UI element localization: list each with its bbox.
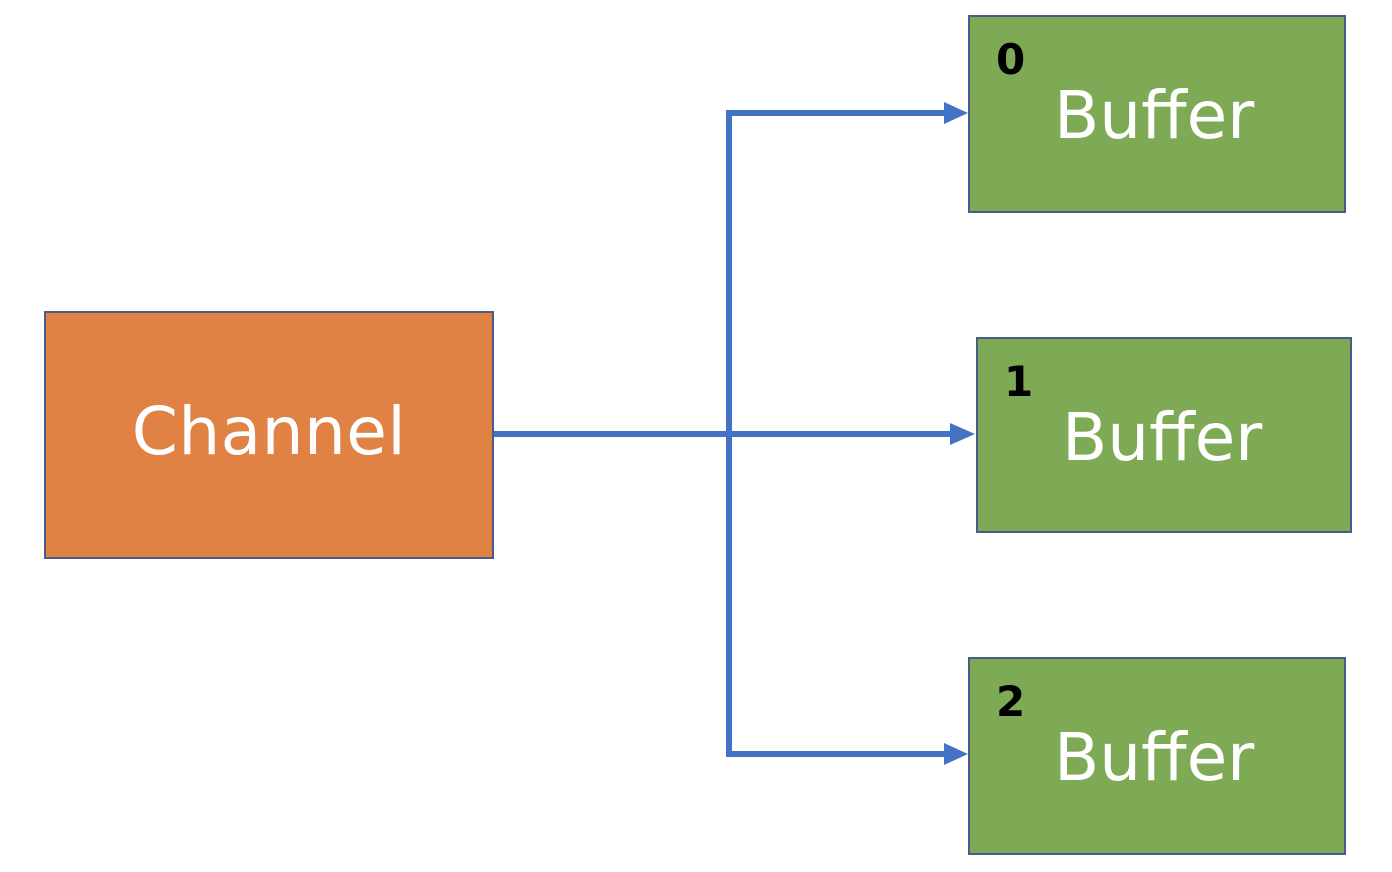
channel-box: Channel	[44, 311, 494, 559]
buffer-box-0: 0 Buffer	[968, 15, 1346, 213]
buffer-box-2: 2 Buffer	[968, 657, 1346, 855]
arrowhead-to-buffer-2	[944, 743, 968, 765]
buffer-label: Buffer	[1054, 77, 1255, 154]
buffer-index: 1	[1004, 357, 1034, 406]
buffer-box-1: 1 Buffer	[976, 337, 1352, 533]
channel-label: Channel	[131, 393, 407, 470]
buffer-index: 0	[996, 35, 1026, 84]
buffer-label: Buffer	[1054, 719, 1255, 796]
buffer-label: Buffer	[1062, 399, 1263, 476]
arrowhead-to-buffer-0	[944, 102, 968, 124]
buffer-index: 2	[996, 677, 1026, 726]
arrowhead-to-buffer-1	[950, 423, 975, 445]
